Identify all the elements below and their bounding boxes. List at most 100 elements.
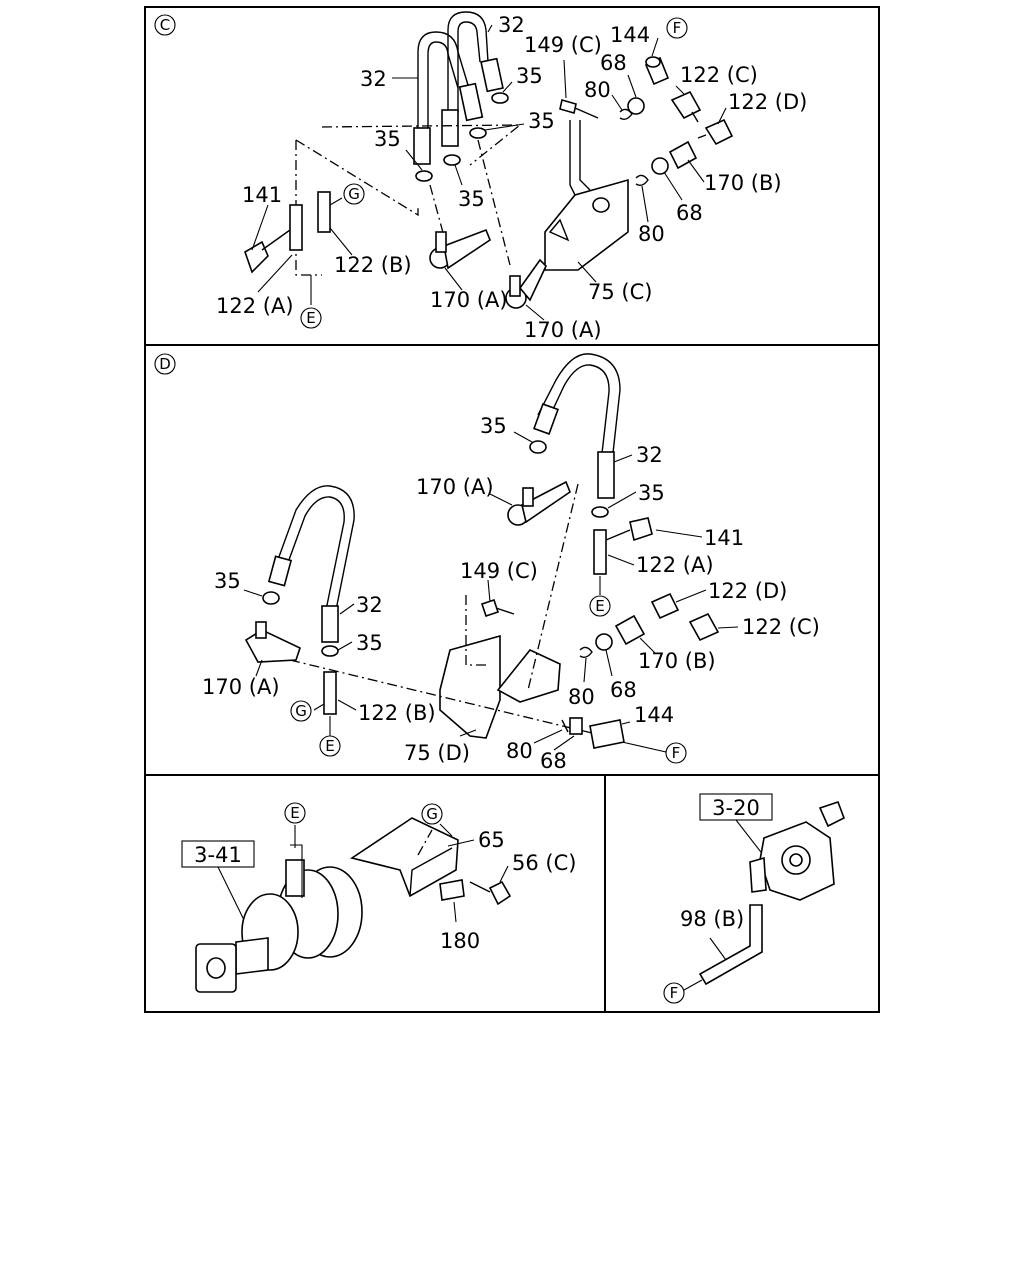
label-d-68b: 68 bbox=[540, 749, 567, 773]
hose-fitting bbox=[413, 127, 431, 165]
label-c-122c: 122 (C) bbox=[680, 63, 758, 87]
label-d-80a: 80 bbox=[568, 685, 595, 709]
hose-98b bbox=[698, 904, 763, 986]
washer-35-d bbox=[529, 440, 547, 454]
label-d-122a: 122 (A) bbox=[636, 553, 714, 577]
hose-32-rear bbox=[447, 11, 489, 113]
diagram-border bbox=[144, 6, 880, 1013]
nut-68 bbox=[627, 97, 645, 115]
callout-d-f: F bbox=[665, 742, 687, 764]
svg-text:G: G bbox=[348, 185, 360, 203]
svg-text:F: F bbox=[672, 744, 681, 762]
label-c-80a: 80 bbox=[584, 78, 611, 102]
svg-text:3-20: 3-20 bbox=[712, 796, 760, 820]
label-d-144: 144 bbox=[634, 703, 674, 727]
callout-d-e-2: E bbox=[319, 735, 341, 757]
label-d-68a: 68 bbox=[610, 678, 637, 702]
ref-box-3-20-label: 3-20 bbox=[712, 796, 760, 820]
label-c-80b: 80 bbox=[638, 222, 665, 246]
label-d-35d: 35 bbox=[356, 631, 383, 655]
svg-text:3-41: 3-41 bbox=[194, 843, 242, 867]
section-c-tag: C bbox=[154, 14, 176, 36]
label-c-35a: 35 bbox=[516, 64, 543, 88]
label-d-32a: 32 bbox=[636, 443, 663, 467]
svg-text:E: E bbox=[595, 597, 604, 615]
bracket-65 bbox=[350, 817, 459, 898]
label-d-35b: 35 bbox=[638, 481, 665, 505]
label-d-75d: 75 (D) bbox=[404, 741, 470, 765]
washer-35 bbox=[415, 170, 433, 182]
label-d-122d: 122 (D) bbox=[708, 579, 787, 603]
label-d-122c: 122 (C) bbox=[742, 615, 820, 639]
label-c-68b: 68 bbox=[676, 201, 703, 225]
hose-32-front bbox=[417, 31, 469, 130]
label-d-149c: 149 (C) bbox=[460, 559, 538, 583]
hose-32-upper bbox=[537, 353, 621, 463]
label-b-56c: 56 (C) bbox=[512, 851, 576, 875]
label-c-144: 144 bbox=[610, 23, 650, 47]
label-c-122d: 122 (D) bbox=[728, 90, 807, 114]
sleeve-170b bbox=[668, 140, 698, 170]
label-c-35d: 35 bbox=[458, 187, 485, 211]
label-d-35a: 35 bbox=[480, 414, 507, 438]
callout-c-f: F bbox=[666, 17, 688, 39]
svg-text:E: E bbox=[290, 804, 299, 822]
label-c-35c: 35 bbox=[374, 127, 401, 151]
label-c-141: 141 bbox=[242, 183, 282, 207]
hose-32-left bbox=[275, 485, 355, 611]
label-b-180: 180 bbox=[440, 929, 480, 953]
section-c-labels: 32 32 35 35 35 35 149 (C) 144 68 80 122 … bbox=[216, 13, 807, 342]
label-c-75c: 75 (C) bbox=[588, 280, 652, 304]
label-c-32a: 32 bbox=[360, 67, 387, 91]
sender-141 bbox=[244, 240, 269, 274]
svg-text:E: E bbox=[325, 737, 334, 755]
label-d-32b: 32 bbox=[356, 593, 383, 617]
bolt-56c bbox=[488, 880, 512, 906]
label-d-35c: 35 bbox=[214, 569, 241, 593]
callout-b-f: F bbox=[663, 982, 685, 1004]
callout-b-e: E bbox=[284, 802, 306, 824]
label-c-170a-1: 170 (A) bbox=[430, 288, 508, 312]
plate-180 bbox=[439, 879, 465, 901]
bottom-right-drawing bbox=[683, 793, 846, 991]
bracket-75d bbox=[439, 634, 501, 739]
label-c-170a-2: 170 (A) bbox=[524, 318, 602, 342]
label-c-149c: 149 (C) bbox=[524, 33, 602, 57]
section-c-drawing bbox=[244, 11, 734, 321]
label-d-170a-2: 170 (A) bbox=[202, 675, 280, 699]
tee-122b bbox=[317, 191, 331, 233]
label-c-35b: 35 bbox=[528, 109, 555, 133]
svg-text:F: F bbox=[670, 984, 679, 1002]
bolt-149c bbox=[559, 98, 577, 115]
section-d-tag: D bbox=[154, 353, 176, 375]
svg-text:G: G bbox=[295, 702, 307, 720]
connector-122c bbox=[670, 90, 702, 120]
svg-text:D: D bbox=[159, 355, 171, 373]
section-d-drawing bbox=[243, 353, 739, 753]
label-b-98b: 98 (B) bbox=[680, 907, 744, 931]
svg-text:E: E bbox=[306, 309, 315, 327]
label-d-170b: 170 (B) bbox=[638, 649, 716, 673]
callout-d-e-1: E bbox=[589, 595, 611, 617]
bracket-75c bbox=[544, 178, 629, 271]
section-d-labels: 35 32 170 (A) 35 141 122 (A) 149 (C) 35 … bbox=[202, 414, 820, 773]
callout-b-g: G bbox=[421, 803, 443, 825]
callout-d-g: G bbox=[290, 700, 312, 722]
label-c-122a: 122 (A) bbox=[216, 294, 294, 318]
label-d-122b: 122 (B) bbox=[358, 701, 436, 725]
label-c-122b: 122 (B) bbox=[334, 253, 412, 277]
clip-80 bbox=[619, 108, 633, 121]
svg-text:F: F bbox=[673, 19, 682, 37]
ref-box-3-41-label: 3-41 bbox=[194, 843, 242, 867]
label-c-170b: 170 (B) bbox=[704, 171, 782, 195]
svg-text:C: C bbox=[160, 16, 170, 34]
bottom-left-drawing bbox=[181, 817, 512, 993]
label-d-80b: 80 bbox=[506, 739, 533, 763]
label-d-141: 141 bbox=[704, 526, 744, 550]
tee-122a bbox=[289, 204, 303, 251]
svg-text:G: G bbox=[426, 805, 438, 823]
label-d-170a-1: 170 (A) bbox=[416, 475, 494, 499]
label-c-32b: 32 bbox=[498, 13, 525, 37]
callout-c-e: E bbox=[300, 307, 322, 329]
